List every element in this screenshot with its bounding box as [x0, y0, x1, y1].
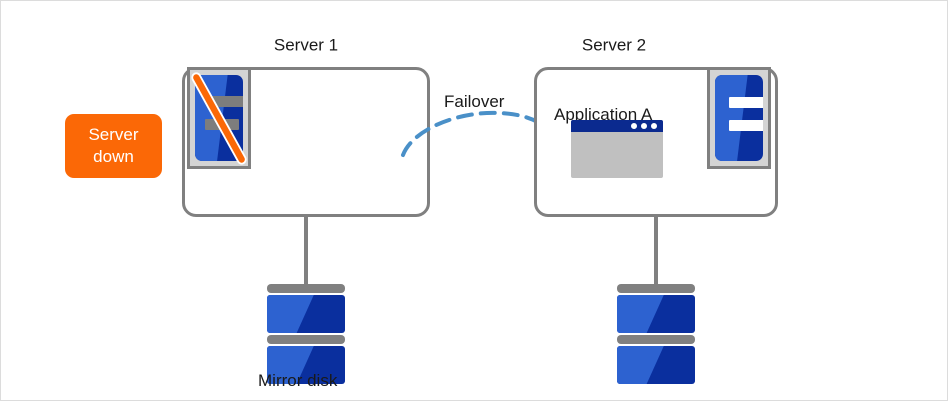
server-slot-bar: [211, 96, 243, 107]
status-badge-line1: Server: [88, 125, 139, 144]
disk-cap: [267, 284, 345, 293]
status-badge: Server down: [65, 114, 162, 178]
window-titlebar: [571, 120, 663, 132]
mirror-disk-server1: [267, 284, 345, 386]
server-slot-bar: [205, 119, 239, 130]
server2-disk-connector: [654, 216, 658, 284]
window-dot-icon: [631, 123, 637, 129]
status-badge-line2: down: [93, 147, 134, 166]
server-slot-bar: [729, 120, 763, 131]
mirror-disk-label: Mirror disk: [258, 371, 338, 390]
disk-platter: [617, 295, 695, 333]
disk-cap: [267, 335, 345, 344]
disk-cap: [617, 335, 695, 344]
mirror-disk-server2: [617, 284, 695, 386]
disk-cap: [617, 284, 695, 293]
server1-disk-connector: [304, 216, 308, 284]
server-body: [195, 75, 243, 161]
window-dot-icon: [651, 123, 657, 129]
server-slot-bar: [729, 97, 763, 108]
server2-title: Server 2: [581, 35, 647, 55]
disk-platter: [267, 346, 345, 384]
application-window-icon: [571, 120, 663, 178]
server-machine-active-icon: [707, 67, 771, 169]
server-machine-disabled-icon: [187, 67, 251, 169]
window-dot-icon: [641, 123, 647, 129]
disk-platter: [267, 295, 345, 333]
server1-title: Server 1: [273, 35, 339, 55]
disk-platter: [617, 346, 695, 384]
application-label: Application A: [554, 105, 653, 124]
failover-label: Failover: [444, 92, 505, 111]
server-body: [715, 75, 763, 161]
